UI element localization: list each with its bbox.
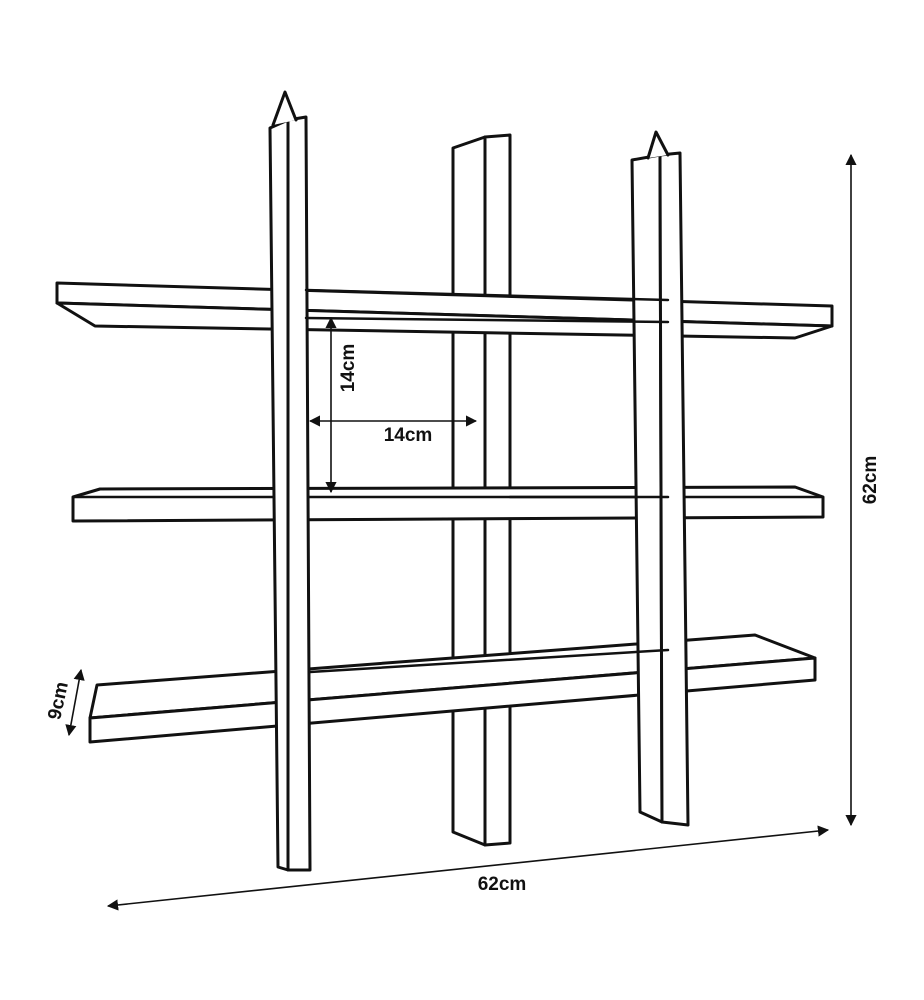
left-post [268,90,312,872]
shelf-joints [304,288,670,674]
middle-shelf [71,485,825,523]
height-dimension: 62cm [845,153,881,827]
height-label: 62cm [860,456,881,505]
shelf-spacing-dimension: 14cm [325,316,359,494]
right-post [630,130,690,827]
post-spacing-label: 14cm [384,425,433,446]
shelf-spacing-label: 14cm [338,344,359,393]
post-spacing-dimension: 14cm [308,415,478,446]
top-shelf [55,281,834,340]
bottom-shelf [88,633,817,744]
width-label: 62cm [478,874,527,895]
shelf-depth-dimension: 9cm [44,668,85,737]
width-dimension: 62cm [106,825,830,911]
shelf-depth-label: 9cm [44,680,72,722]
